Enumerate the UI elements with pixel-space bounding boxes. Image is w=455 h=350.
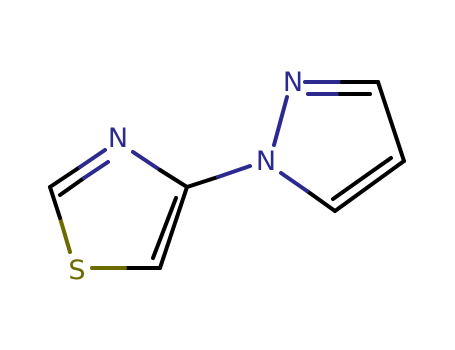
atom-label-n1-pyrazole: N xyxy=(256,146,276,177)
bond-c2-n3-b xyxy=(78,148,107,169)
bond-c4-c5 xyxy=(158,185,189,270)
bond-n1-n2 xyxy=(272,95,289,147)
bond-c2-n3-double-a xyxy=(58,176,86,197)
bond-s1-c2-a xyxy=(58,216,72,254)
atom-label-n2-pyrazole: N xyxy=(283,67,303,98)
bond-c3-c4 xyxy=(376,80,406,163)
bond-c4-n1-b xyxy=(216,164,252,179)
bond-c4-c5-double xyxy=(151,196,178,260)
bond-c5-n1-a xyxy=(305,189,337,213)
bond-c4-n1-a xyxy=(185,175,220,189)
atom-label-s-thiazole: S xyxy=(68,255,85,286)
bond-c4-c5-pyrazole-double xyxy=(331,156,393,201)
bond-c2-n3-double-b xyxy=(82,160,110,180)
atom-label-n-thiazole: N xyxy=(108,123,128,154)
bond-n3-c4-b xyxy=(158,168,189,189)
bond-n3-c4-a xyxy=(131,150,162,172)
bond-s1-c2-b xyxy=(48,185,62,220)
bond-c4-c5-pyrazole xyxy=(333,159,406,213)
bond-c2-n3-a xyxy=(48,165,82,189)
bond-c5-n1-b xyxy=(279,171,309,193)
